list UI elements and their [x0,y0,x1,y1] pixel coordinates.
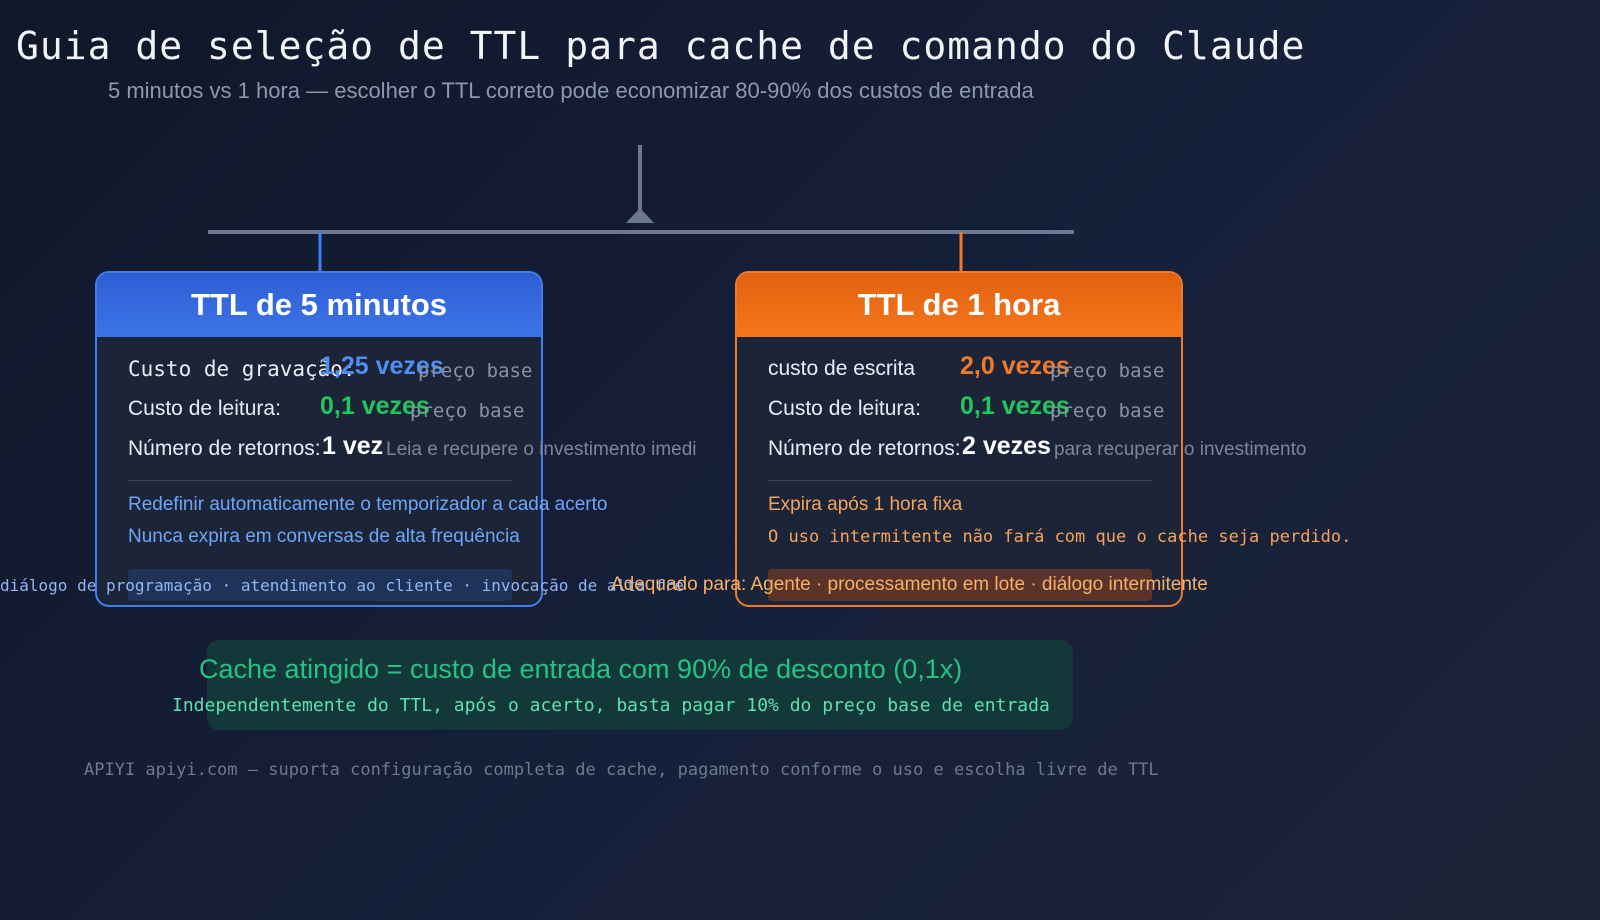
card5-note-2: Nunca expira em conversas de alta frequê… [128,526,520,547]
card1h-returns-suffix: para recuperar o investimento [1054,439,1307,460]
card1h-suitable: Adequado para: Agente · processamento em… [611,574,1208,595]
card5-read-label: Custo de leitura: [128,397,281,420]
card-ttl-1h: TTL de 1 hora [735,271,1183,607]
card1h-returns-value: 2 vezes [962,432,1051,460]
card1h-read-suffix: preço base [1050,400,1165,422]
card5-write-suffix: preço base [418,360,533,382]
card1h-write-value: 2,0 vezes [960,352,1070,380]
page-title: Guia de seleção de TTL para cache de com… [16,24,1306,68]
card1h-write-suffix: preço base [1050,360,1165,382]
card-ttl-1h-header: TTL de 1 hora [737,273,1181,337]
card-ttl-1h-divider [768,480,1152,481]
footer-note: APIYI apiyi.com — suporta configuração c… [84,760,1159,780]
card1h-write-label: custo de escrita [768,357,916,380]
card5-returns-value: 1 vez [322,432,384,460]
card5-read-value: 0,1 vezes [320,392,430,420]
card5-write-value: 1,25 vezes [320,352,444,380]
root-arrow [626,208,654,223]
page-subtitle: 5 minutos vs 1 hora — escolher o TTL cor… [108,78,1034,103]
card1h-note-1: Expira após 1 hora fixa [768,494,963,515]
card-ttl-5min-header: TTL de 5 minutos [97,273,541,337]
card1h-note-2: O uso intermitente não fará com que o ca… [768,527,1352,547]
card5-returns-label: Número de retornos: [128,437,321,460]
cache-hit-subtitle: Independentemente do TTL, após o acerto,… [172,695,1050,716]
card1h-read-label: Custo de leitura: [768,397,921,420]
card1h-read-value: 0,1 vezes [960,392,1070,420]
card-ttl-5min: TTL de 5 minutos [95,271,543,607]
card5-returns-suffix: Leia e recupere o investimento imedi [386,439,697,460]
card5-note-1: Redefinir automaticamente o temporizador… [128,494,608,515]
card-ttl-1h-suitable-tag [768,569,1152,601]
card1h-returns-label: Número de retornos: [768,437,961,460]
card5-write-label: Custo de gravação: [128,357,356,381]
card5-suitable: diálogo de programação · atendimento ao … [0,576,684,595]
card-ttl-5min-divider [128,480,512,481]
card-ttl-5min-suitable-tag [128,569,512,601]
cache-hit-box [207,640,1073,730]
card5-read-suffix: preço base [410,400,525,422]
cache-hit-title: Cache atingido = custo de entrada com 90… [199,654,963,684]
